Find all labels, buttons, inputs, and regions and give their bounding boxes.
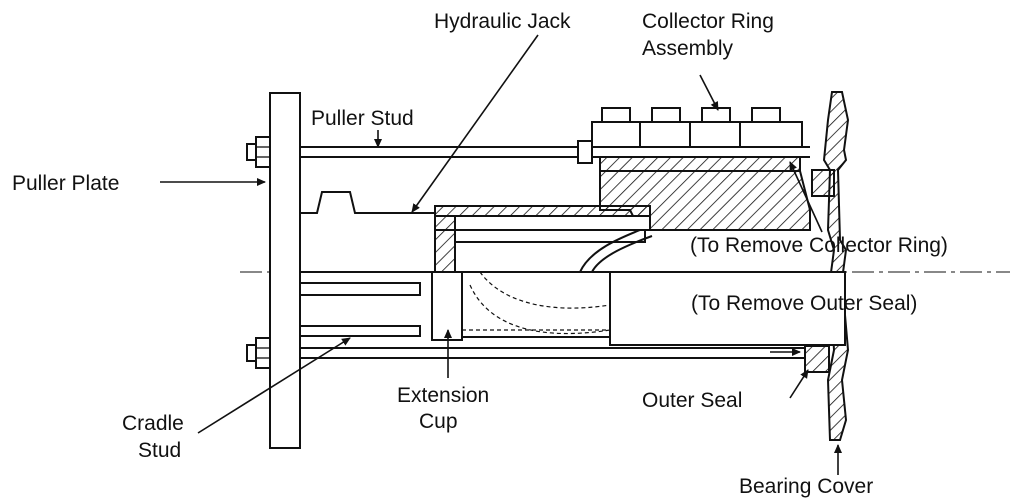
label-collector-ring-line2: Assembly (642, 37, 734, 60)
cradle-stud (300, 347, 805, 359)
leader-remove-collector-ring (789, 161, 823, 233)
label-collector-ring-line1: Collector Ring (642, 10, 774, 33)
label-hydraulic-jack: Hydraulic Jack (434, 10, 571, 33)
bearing-cover (822, 91, 850, 441)
leader-cradle-stud (197, 337, 351, 434)
cradle-bar-lower (299, 325, 421, 337)
label-extension-line1: Extension (397, 384, 489, 407)
label-remove-outer-seal: (To Remove Outer Seal) (691, 292, 917, 315)
puller-plate (269, 92, 301, 449)
label-puller-stud: Puller Stud (311, 107, 414, 130)
upper-nut (246, 136, 271, 168)
lower-nut (246, 337, 271, 369)
cradle-bar-upper (299, 282, 421, 296)
label-extension-line2: Cup (419, 410, 458, 433)
label-cradle-line1: Cradle (122, 412, 184, 435)
label-bearing-cover: Bearing Cover (739, 475, 873, 498)
leader-hydraulic-jack (411, 34, 539, 213)
label-puller-plate: Puller Plate (12, 172, 119, 195)
hydraulic-jack (299, 191, 653, 273)
extension-cup (431, 271, 611, 341)
label-remove-collector-ring: (To Remove Collector Ring) (690, 234, 948, 257)
collector-ring-assembly (591, 107, 811, 231)
leader-outer-seal (789, 369, 809, 399)
label-outer-seal: Outer Seal (642, 389, 742, 412)
collector-seal (811, 169, 835, 197)
label-cradle-line2: Stud (138, 439, 181, 462)
outer-seal (804, 345, 830, 373)
leader-collector-ring (699, 74, 719, 111)
